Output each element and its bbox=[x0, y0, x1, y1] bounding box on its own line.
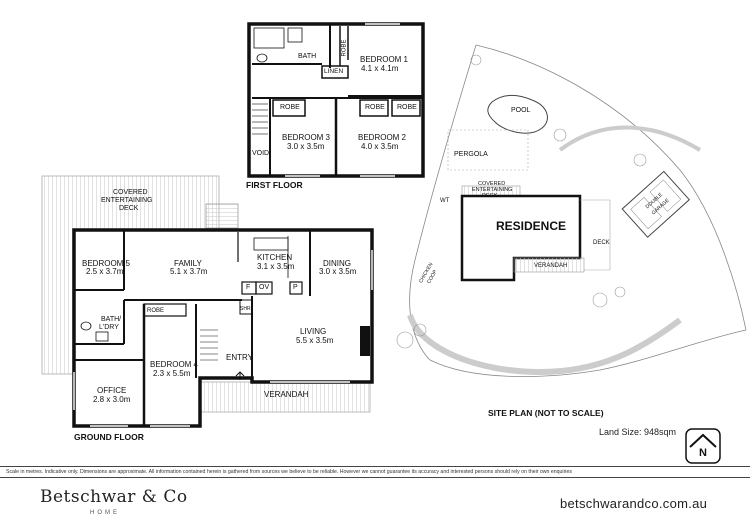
land-size: Land Size: 948sqm bbox=[599, 427, 677, 437]
bedroom4-size: 2.3 x 5.5m bbox=[153, 369, 191, 378]
stairs-icon bbox=[252, 103, 268, 135]
bedroom3-name: BEDROOM 3 bbox=[282, 133, 331, 142]
bedroom1-name: BEDROOM 1 bbox=[360, 55, 409, 64]
site-plan bbox=[396, 44, 747, 377]
bedroom1-size: 4.1 x 4.1m bbox=[361, 64, 399, 73]
ff-robe-vertical-label: ROBE bbox=[341, 39, 348, 57]
entry-label: ENTRY bbox=[226, 353, 253, 362]
first-floor-plan bbox=[247, 22, 425, 178]
site-wt-label: WT bbox=[440, 198, 450, 204]
divider-bottom bbox=[0, 477, 750, 478]
bedroom5-size: 2.5 x 3.7m bbox=[86, 267, 124, 276]
site-pool-label: POOL bbox=[511, 107, 531, 114]
kitchen-name: KITCHEN bbox=[257, 253, 293, 262]
ff-linen-label: LINEN bbox=[324, 68, 344, 75]
residence-label: RESIDENCE bbox=[496, 219, 567, 233]
gf-deck-line1: COVERED bbox=[113, 189, 148, 196]
ff-void-label: VOID bbox=[252, 150, 270, 157]
brand-subtitle: HOME bbox=[90, 510, 120, 516]
site-plan-title: SITE PLAN (NOT TO SCALE) bbox=[488, 408, 604, 418]
ff-robe3-label: ROBE bbox=[280, 104, 300, 111]
first-floor-title: FIRST FLOOR bbox=[246, 180, 303, 190]
dining-size: 3.0 x 3.5m bbox=[319, 267, 357, 276]
compass-north-label: N bbox=[699, 447, 707, 459]
site-pergola-label: PERGOLA bbox=[454, 151, 488, 158]
gf-deck-line2: ENTERTAINING bbox=[101, 197, 153, 204]
ff-robe2a-label: ROBE bbox=[365, 104, 385, 111]
gf-verandah-label: VERANDAH bbox=[264, 390, 309, 399]
family-name: FAMILY bbox=[174, 259, 202, 268]
bedroom4-name: BEDROOM 4 bbox=[150, 360, 199, 369]
pantry-label: P bbox=[293, 284, 298, 291]
living-name: LIVING bbox=[300, 327, 327, 336]
bedroom3-size: 3.0 x 3.5m bbox=[287, 142, 325, 151]
kitchen-size: 3.1 x 3.5m bbox=[257, 262, 295, 271]
site-deck-line2: ENTERTAINING bbox=[472, 187, 513, 193]
site-deck-label: DECK bbox=[593, 240, 610, 246]
oven-label: OV bbox=[259, 284, 270, 291]
bath-ldry-line2: L'DRY bbox=[99, 324, 119, 331]
compass-north-icon bbox=[685, 428, 721, 464]
divider-top bbox=[0, 466, 750, 467]
office-name: OFFICE bbox=[97, 386, 127, 395]
bedroom2-size: 4.0 x 3.5m bbox=[361, 142, 399, 151]
site-deck-line3: DECK bbox=[482, 193, 498, 199]
disclaimer: Scale in metres. Indicative only. Dimens… bbox=[6, 469, 572, 475]
living-size: 5.5 x 3.5m bbox=[296, 336, 334, 345]
fridge-label: F bbox=[246, 284, 251, 291]
stairs-icon bbox=[200, 329, 218, 361]
family-size: 5.1 x 3.7m bbox=[170, 267, 208, 276]
bath-ldry-line1: BATH/ bbox=[101, 316, 122, 323]
ff-bath-label: BATH bbox=[298, 53, 317, 60]
gf-deck-line3: DECK bbox=[119, 205, 139, 212]
floor-plan-drawing bbox=[41, 22, 747, 464]
site-deck-line1: COVERED bbox=[478, 181, 506, 187]
office-size: 2.8 x 3.0m bbox=[93, 395, 131, 404]
ground-floor-plan bbox=[41, 175, 374, 428]
tree-icon bbox=[396, 54, 647, 349]
bedroom2-name: BEDROOM 2 bbox=[358, 133, 407, 142]
bedroom5-name: BEDROOM 5 bbox=[82, 259, 131, 268]
shower-label: SHR bbox=[240, 306, 251, 312]
site-verandah-label: VERANDAH bbox=[534, 263, 568, 269]
ff-robe2b-label: ROBE bbox=[397, 104, 417, 111]
website-link[interactable]: betschwarandco.com.au bbox=[560, 496, 708, 511]
ground-floor-title: GROUND FLOOR bbox=[74, 432, 144, 442]
gf-robe-label: ROBE bbox=[147, 308, 165, 314]
dining-name: DINING bbox=[323, 259, 351, 268]
brand-logo: Betschwar & Co bbox=[40, 487, 188, 507]
